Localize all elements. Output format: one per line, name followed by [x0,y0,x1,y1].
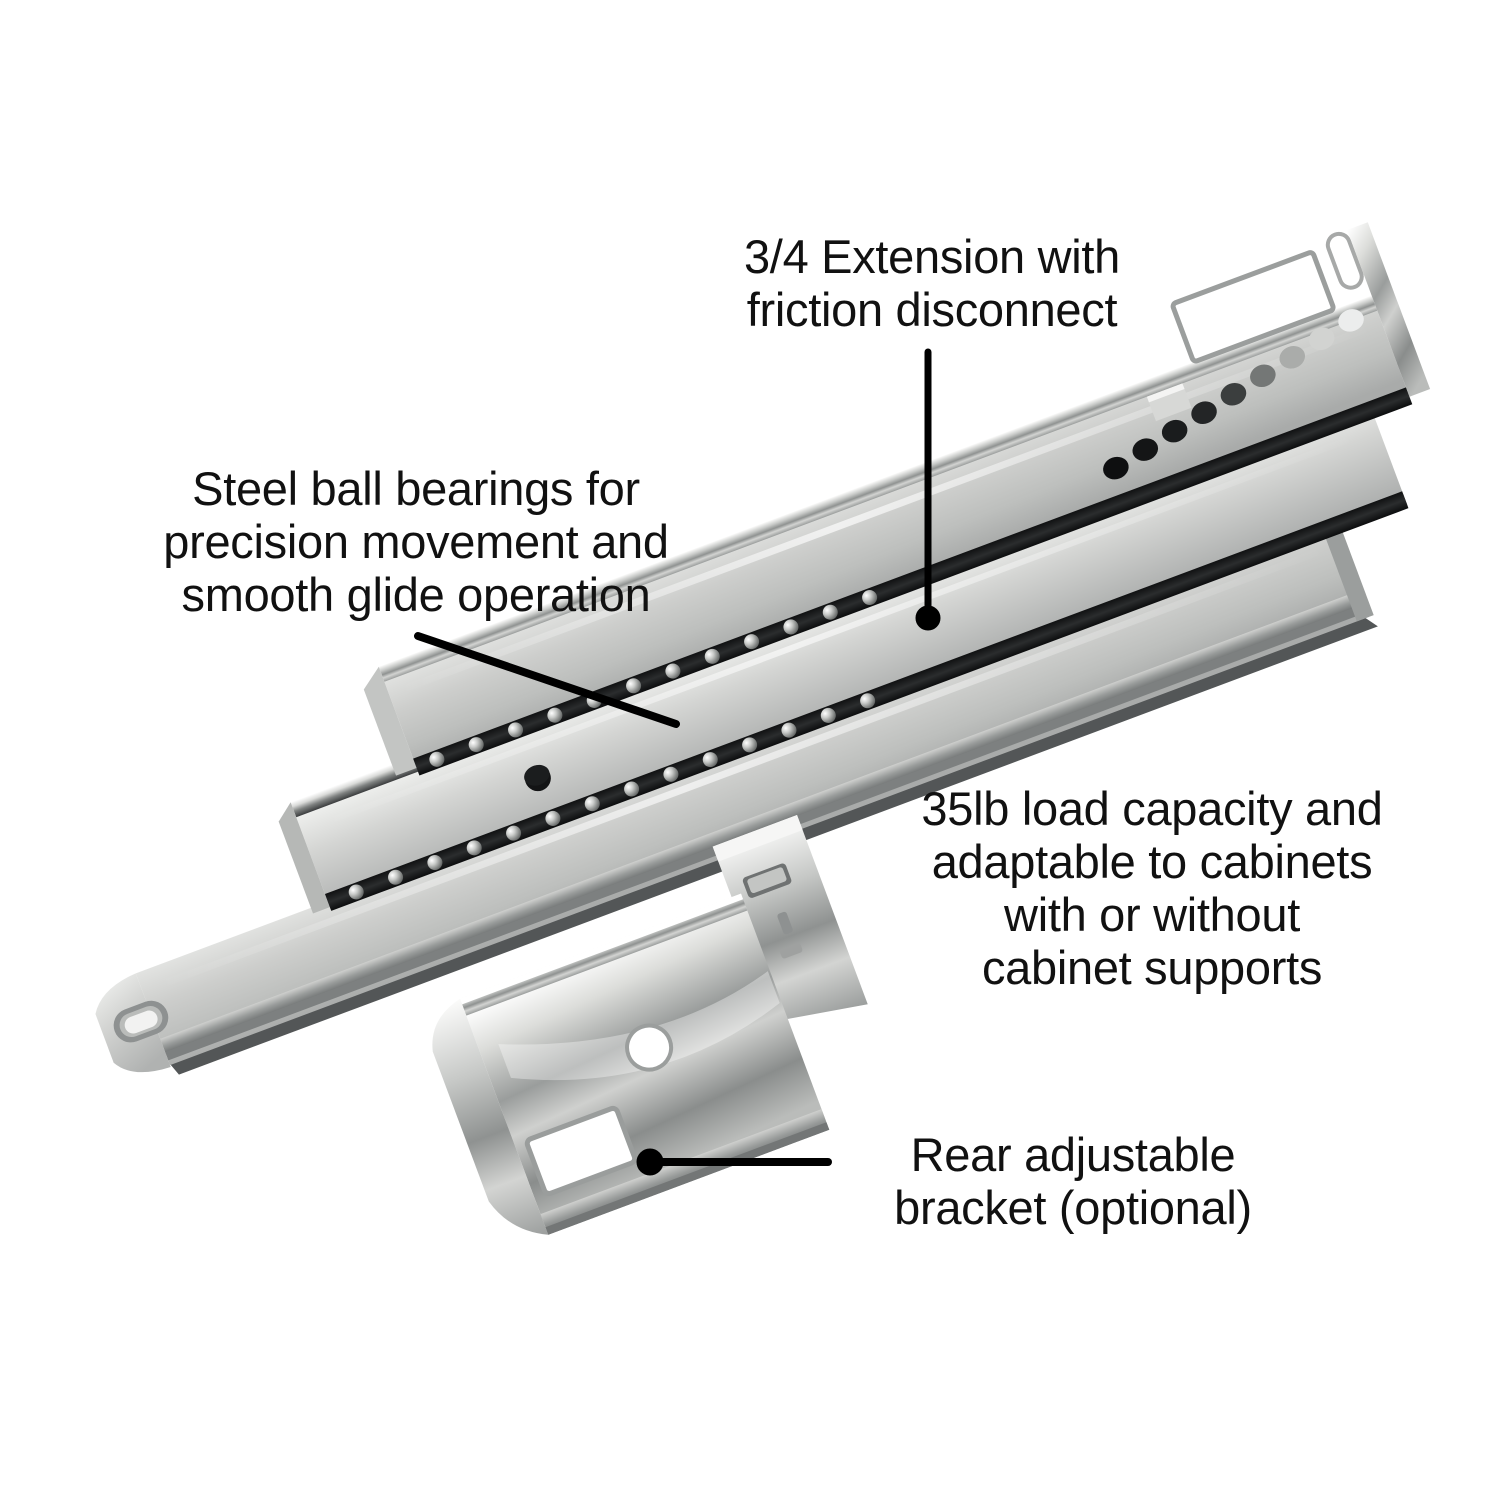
callout-bearings-text: Steel ball bearings for precision moveme… [163,462,669,622]
leader-lines [414,348,941,1176]
leader-bearings [414,632,680,728]
leader-bracket [636,1148,832,1176]
leader-extension [915,348,941,631]
bracket-body [432,893,830,1235]
ball-bearings-upper [429,590,878,767]
hole-row [1103,309,1364,480]
ball-bearing-track-upper [413,387,1413,776]
bracket-rect-slot [524,1105,638,1197]
rear-adjustable-bracket [432,815,868,1235]
friction-disconnect-tab [1146,383,1192,422]
ball-bearings-lower [348,693,876,900]
narrow-slot [1325,231,1364,290]
slide-inner-member [363,295,1410,776]
drawer-slide-assembly [95,222,1431,1075]
slide-end-detail [1103,222,1431,480]
callout-bracket-text: Rear adjustable bracket (optional) [894,1128,1252,1235]
bracket-round-hole [625,1023,674,1072]
ball-bearing-track-lower [324,491,1409,911]
callout-extension-text: 3/4 Extension with friction disconnect [743,230,1121,337]
callout-capacity-text: 35lb load capacity and adaptable to cabi… [921,782,1383,995]
rectangular-cutout [1170,250,1336,364]
bracket-flange [712,815,868,1021]
